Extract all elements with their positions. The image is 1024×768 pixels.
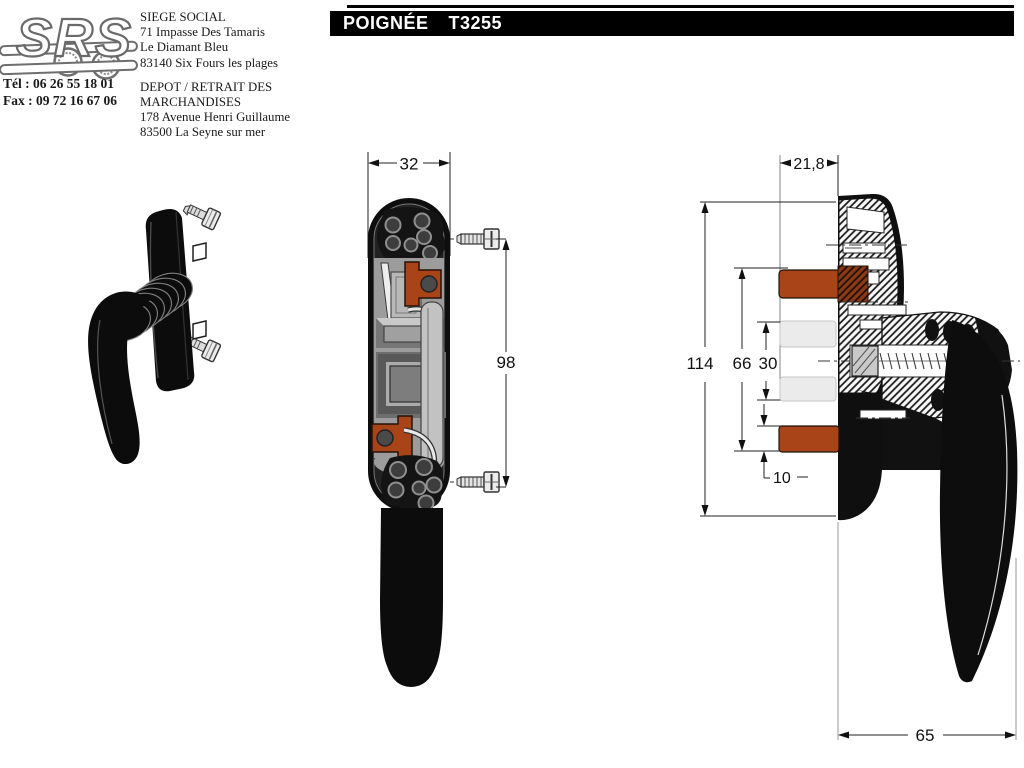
head-office-title: SIEGE SOCIAL xyxy=(140,10,226,24)
title-bar: POIGNÉE T3255 xyxy=(330,11,1014,36)
company-logo: SRS xyxy=(0,7,138,80)
depot-title-line: MARCHANDISES xyxy=(140,95,241,110)
dim-front-width: 32 xyxy=(400,155,419,174)
address-line: 178 Avenue Henri Guillaume xyxy=(140,110,291,125)
dim-front-screw-spacing: 98 xyxy=(497,353,516,372)
logo-text: SRS xyxy=(16,8,133,68)
dim-lines-98 xyxy=(496,238,507,488)
head-office-address: SIEGE SOCIAL 71 Impasse Des Tamaris Le D… xyxy=(140,10,290,71)
dim-lines-114 xyxy=(700,201,836,517)
handle-lever-side xyxy=(939,320,1018,683)
clip-tab xyxy=(192,242,207,262)
fixing-screw-icon xyxy=(456,228,500,250)
fixing-screw-icon xyxy=(182,204,222,231)
fax-number: Fax : 09 72 16 67 06 xyxy=(3,92,117,108)
address-line: 71 Impasse Des Tamaris xyxy=(140,25,266,40)
dim-lines-65 xyxy=(837,522,1017,740)
top-rule xyxy=(347,5,1014,8)
gear-holes-bottom xyxy=(387,458,443,512)
handle-side-section-view: 21,8 114 66 30 xyxy=(686,155,1020,745)
address-line: Le Diamant Bleu xyxy=(140,40,229,55)
product-name: POIGNÉE xyxy=(343,13,429,33)
handle-perspective-view xyxy=(88,204,222,465)
depot-address: DEPOT / RETRAIT DES MARCHANDISES 178 Ave… xyxy=(140,80,290,141)
address-block: SIEGE SOCIAL 71 Impasse Des Tamaris Le D… xyxy=(140,10,290,150)
address-line: 83500 La Seyne sur mer xyxy=(140,125,266,140)
handle-front-section-view: 32 xyxy=(367,152,516,687)
product-reference: T3255 xyxy=(448,13,503,33)
dim-side-depth: 21,8 xyxy=(793,156,824,173)
phone-number: Tél : 06 26 55 18 01 xyxy=(3,76,114,91)
tenon-gray-lower xyxy=(779,376,837,402)
dim-side-center-span: 30 xyxy=(759,354,778,373)
contact-block: Tél : 06 26 55 18 01 Fax : 09 72 16 67 0… xyxy=(3,76,117,109)
dim-side-tenon-span: 66 xyxy=(733,354,752,373)
dim-side-total-height: 114 xyxy=(686,354,713,373)
tenon-bottom-orange xyxy=(778,425,840,453)
fixing-screw-icon xyxy=(456,471,500,493)
depot-title-line: DEPOT / RETRAIT DES xyxy=(140,79,273,94)
dim-side-handle-reach: 65 xyxy=(916,726,935,745)
tenon-gray-upper xyxy=(779,320,837,348)
clip-tab xyxy=(192,320,207,340)
handle-lever xyxy=(88,291,150,465)
logo-roller-icon xyxy=(0,40,138,80)
address-line: 83140 Six Fours les plages xyxy=(140,55,278,70)
dim-side-tenon-height: 10 xyxy=(773,470,791,487)
handle-lever-front xyxy=(380,508,443,687)
gear-holes-top xyxy=(384,212,438,261)
